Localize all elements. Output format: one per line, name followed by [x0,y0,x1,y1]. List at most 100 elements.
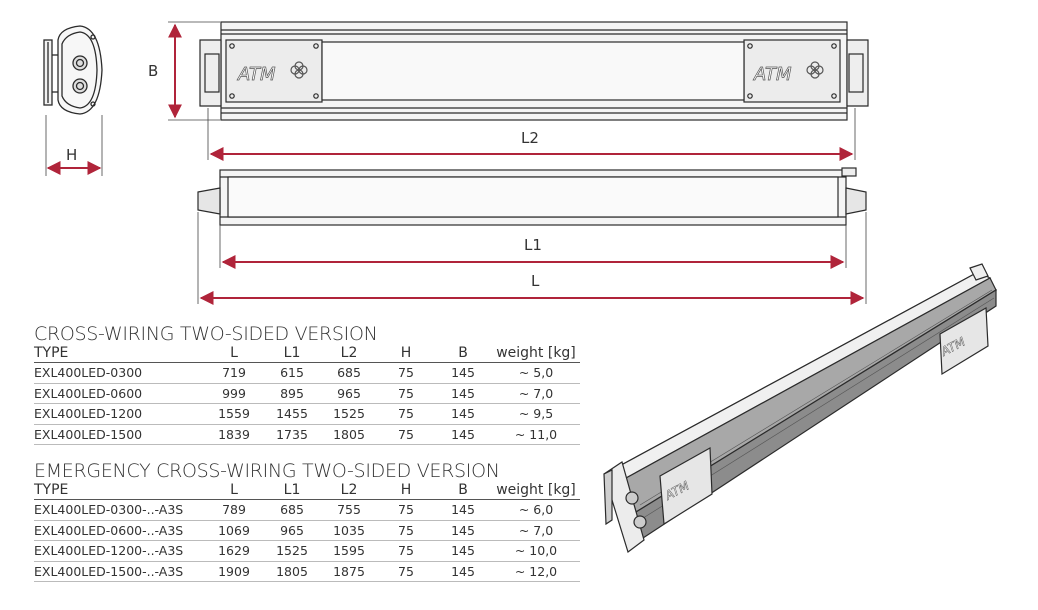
col-weight: weight [kg] [492,344,580,363]
front-view-bottom [197,167,867,226]
cell-h: 75 [378,424,434,445]
cell-l2: 1525 [320,403,378,425]
cell-l1: 1455 [264,403,320,425]
cell-weight: ~ 6,0 [492,499,580,521]
cell-type: EXL400LED-0300 [34,362,204,384]
b-dimension [168,21,220,121]
cell-l2: 685 [320,362,378,384]
cell-l2: 965 [320,383,378,404]
l-dimension [197,212,867,305]
table-row: EXL400LED-1500-..-A3S 1909 1805 1875 75 … [34,561,580,582]
dim-label-l1: L1 [524,236,542,254]
cell-l: 1909 [204,561,264,582]
col-type: TYPE [34,344,204,363]
logo-clover-icon [290,61,824,79]
cell-weight: ~ 7,0 [492,383,580,404]
col-l1: L1 [264,344,320,363]
emergency-section: EMERGENCY CROSS-WIRING TWO-SIDED VERSION… [34,461,580,582]
cell-h: 75 [378,383,434,404]
cell-type: EXL400LED-0300-..-A3S [34,499,204,521]
cell-type: EXL400LED-1500 [34,424,204,445]
table-row: EXL400LED-1200-..-A3S 1629 1525 1595 75 … [34,540,580,562]
table-row: EXL400LED-1200 1559 1455 1525 75 145 ~ 9… [34,403,580,425]
table-row: EXL400LED-0300-..-A3S 789 685 755 75 145… [34,499,580,521]
col-l2: L2 [320,481,378,500]
cell-l2: 1875 [320,561,378,582]
col-l1: L1 [264,481,320,500]
cell-h: 75 [378,499,434,521]
cross-wiring-table: TYPE L L1 L2 H B weight [kg] EXL400LED-0… [34,344,580,445]
cell-l: 1839 [204,424,264,445]
dim-label-h: H [66,146,78,164]
emergency-title: EMERGENCY CROSS-WIRING TWO-SIDED VERSION [34,460,500,482]
cell-type: EXL400LED-0600-..-A3S [34,520,204,541]
cell-weight: ~ 11,0 [492,424,580,445]
col-weight: weight [kg] [492,481,580,500]
cell-b: 145 [434,424,492,445]
cell-l1: 1735 [264,424,320,445]
col-h: H [378,481,434,500]
col-b: B [434,344,492,363]
col-h: H [378,344,434,363]
cell-weight: ~ 9,5 [492,403,580,425]
l1-dimension [219,225,847,269]
front-view-top [199,21,869,121]
cell-l: 1559 [204,403,264,425]
cell-l2: 1805 [320,424,378,445]
cell-b: 145 [434,403,492,425]
cell-b: 145 [434,561,492,582]
table-header: TYPE L L1 L2 H B weight [kg] [34,481,580,500]
end-view [43,25,103,115]
isometric-view [603,263,997,553]
cell-l2: 1035 [320,520,378,541]
cell-l1: 1525 [264,540,320,562]
cell-b: 145 [434,499,492,521]
cell-type: EXL400LED-0600 [34,383,204,404]
cell-l1: 685 [264,499,320,521]
l2-dimension [207,108,856,161]
table-header: TYPE L L1 L2 H B weight [kg] [34,344,580,363]
cell-l: 719 [204,362,264,384]
h-dimension [45,115,103,176]
emergency-table: TYPE L L1 L2 H B weight [kg] EXL400LED-0… [34,481,580,582]
col-l: L [204,481,264,500]
dim-label-l: L [531,272,540,290]
cell-weight: ~ 7,0 [492,520,580,541]
cell-weight: ~ 10,0 [492,540,580,562]
col-l2: L2 [320,344,378,363]
dim-label-l2: L2 [521,129,539,147]
col-l: L [204,344,264,363]
cell-h: 75 [378,362,434,384]
logo-right: ATM [753,64,792,85]
cell-l: 1069 [204,520,264,541]
cell-b: 145 [434,383,492,404]
table-row: EXL400LED-0600 999 895 965 75 145 ~ 7,0 [34,383,580,404]
cell-l1: 1805 [264,561,320,582]
cell-type: EXL400LED-1200-..-A3S [34,540,204,562]
cell-l: 789 [204,499,264,521]
cell-l: 999 [204,383,264,404]
cell-b: 145 [434,540,492,562]
cell-l1: 965 [264,520,320,541]
cell-l1: 615 [264,362,320,384]
cell-b: 145 [434,362,492,384]
cell-b: 145 [434,520,492,541]
cell-h: 75 [378,561,434,582]
cell-weight: ~ 12,0 [492,561,580,582]
col-b: B [434,481,492,500]
cross-wiring-title: CROSS-WIRING TWO-SIDED VERSION [34,323,378,345]
cell-l1: 895 [264,383,320,404]
logo-left: ATM [237,64,276,85]
table-row: EXL400LED-0300 719 615 685 75 145 ~ 5,0 [34,362,580,384]
cell-type: EXL400LED-1200 [34,403,204,425]
table-row: EXL400LED-0600-..-A3S 1069 965 1035 75 1… [34,520,580,541]
cell-h: 75 [378,540,434,562]
cell-h: 75 [378,520,434,541]
cell-l2: 1595 [320,540,378,562]
col-type: TYPE [34,481,204,500]
cell-weight: ~ 5,0 [492,362,580,384]
dim-label-b: B [148,62,159,80]
table-row: EXL400LED-1500 1839 1735 1805 75 145 ~ 1… [34,424,580,445]
cell-h: 75 [378,403,434,425]
